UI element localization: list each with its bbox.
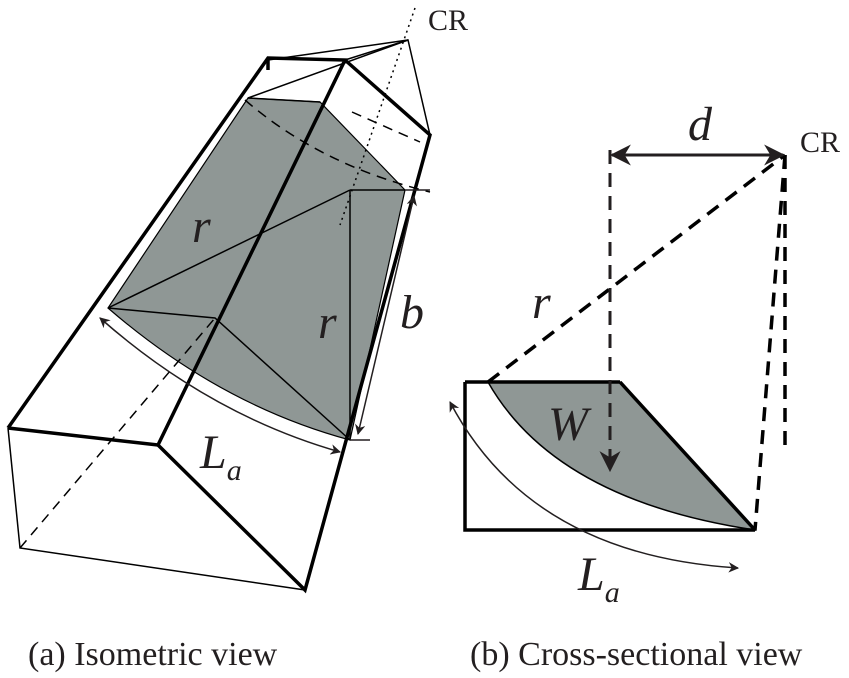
dimension-b — [350, 189, 430, 441]
isometric-view: CR r r b La — [6, 4, 468, 594]
isometric-hidden-edges — [19, 99, 431, 549]
cr-label-isometric: CR — [428, 4, 468, 37]
cr-label-section: CR — [800, 126, 840, 159]
b-label: b — [400, 286, 424, 339]
la-label-isometric: La — [199, 426, 242, 487]
r-label-isometric-1: r — [192, 200, 211, 253]
w-label: W — [548, 398, 592, 451]
r-label-section: r — [532, 276, 551, 329]
cross-section-dashed-lines — [486, 153, 787, 531]
caption-isometric-view: (a) Isometric view — [28, 636, 278, 673]
cross-section-view: d CR r W La — [449, 98, 840, 609]
r-label-isometric-2: r — [318, 296, 337, 349]
d-label: d — [688, 98, 713, 151]
isometric-cr-dotted-line — [339, 7, 416, 226]
caption-cross-sectional-view: (b) Cross-sectional view — [470, 636, 803, 673]
dimension-la-arc-section — [449, 401, 740, 573]
dimension-la-arc-isometric — [99, 317, 342, 455]
la-label-section: La — [577, 548, 620, 609]
cross-section-shaded-w — [486, 381, 757, 532]
